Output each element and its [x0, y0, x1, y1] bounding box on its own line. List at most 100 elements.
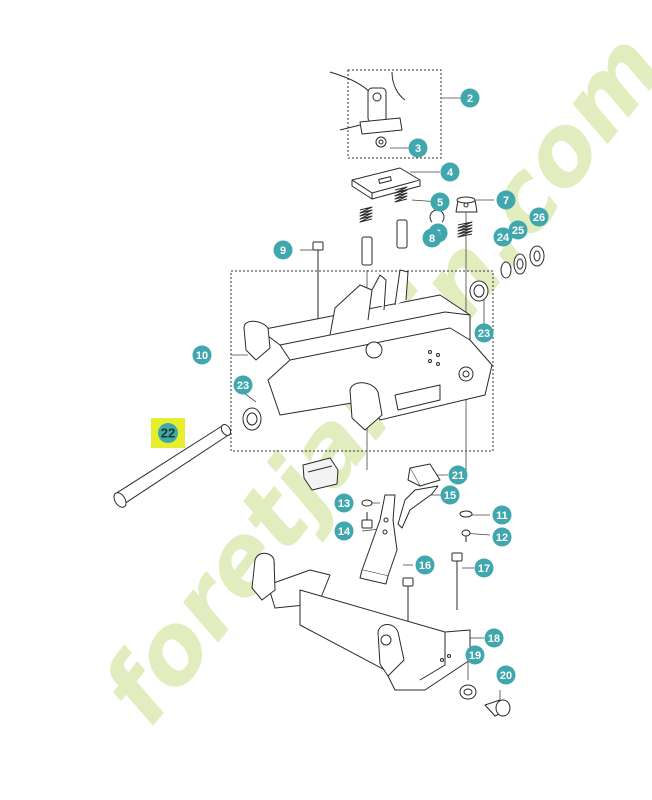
callout-14[interactable]: 14 [334, 521, 354, 541]
callout-21[interactable]: 21 [448, 465, 468, 485]
callout-badge [508, 220, 528, 240]
callout-19[interactable]: 19 [465, 645, 485, 665]
callout-label: 23 [237, 380, 249, 392]
part-13-washer [361, 499, 373, 507]
callout-7[interactable]: 7 [496, 190, 516, 210]
callout-15[interactable]: 15 [440, 485, 460, 505]
callout-badge [484, 628, 504, 648]
callout-badge [496, 190, 516, 210]
group-box-frame [230, 270, 494, 452]
group-box-top [347, 69, 442, 159]
callout-label: 17 [478, 563, 490, 575]
part-16-handle [359, 494, 398, 585]
part-20-bolt [484, 699, 511, 717]
part-4-plate [351, 167, 421, 200]
callout-badge [334, 493, 354, 513]
callout-badge [492, 527, 512, 547]
callout-11[interactable]: 11 [492, 505, 512, 525]
callout-23[interactable]: 23 [233, 375, 253, 395]
callout-label: 7 [503, 195, 509, 207]
callout-badge [273, 240, 293, 260]
part-11-washer [459, 510, 473, 518]
callout-10[interactable]: 10 [192, 345, 212, 365]
callout-18[interactable]: 18 [484, 628, 504, 648]
callout-5[interactable]: 5 [430, 192, 450, 212]
callout-label: 14 [338, 526, 351, 538]
part-pin-b [396, 219, 408, 249]
callout-label: 20 [500, 670, 512, 682]
part-7-knob [455, 196, 478, 213]
callout-badge [430, 192, 450, 212]
parts [113, 71, 545, 717]
callout-label: 23 [478, 328, 490, 340]
callout-23[interactable]: 23 [474, 323, 494, 343]
callout-label: 12 [496, 532, 508, 544]
part-19-bushing [459, 684, 477, 700]
callouts: 2345678910111213141516171819202122232324… [151, 88, 549, 685]
callout-label: 10 [196, 350, 208, 362]
callout-label: 13 [338, 498, 350, 510]
callout-label: 5 [437, 197, 443, 209]
callout-label: 18 [488, 633, 500, 645]
callout-26[interactable]: 26 [529, 207, 549, 227]
callout-8[interactable]: 8 [422, 228, 442, 248]
callout-9[interactable]: 9 [273, 240, 293, 260]
part-21-bracket [407, 463, 441, 487]
callout-badge [422, 228, 442, 248]
callout-badge [192, 345, 212, 365]
callout-badge [334, 521, 354, 541]
callout-2[interactable]: 2 [460, 88, 480, 108]
callout-label: 8 [429, 233, 435, 245]
callout-13[interactable]: 13 [334, 493, 354, 513]
callout-label: 9 [280, 245, 286, 257]
part-12-screw [461, 529, 471, 542]
callout-label: 11 [496, 510, 508, 522]
callout-24[interactable]: 24 [493, 227, 513, 247]
callout-label: 3 [415, 143, 421, 155]
callout-label: 22 [161, 426, 175, 441]
callout-25[interactable]: 25 [508, 220, 528, 240]
callout-12[interactable]: 12 [492, 527, 512, 547]
callout-label: 26 [533, 212, 545, 224]
callout-label: 24 [497, 232, 510, 244]
callout-badge [474, 558, 494, 578]
callout-4[interactable]: 4 [440, 162, 460, 182]
part-14-bolt [361, 512, 373, 529]
callout-badge [233, 375, 253, 395]
callout-label: 25 [512, 225, 524, 237]
callout-label: 2 [467, 93, 473, 105]
callout-label: 4 [447, 167, 454, 179]
part-springs [359, 186, 473, 238]
part-15-lever [397, 485, 439, 529]
part-10-frame [243, 269, 493, 431]
callout-label: 19 [469, 650, 481, 662]
part-23-bushing-top [469, 280, 489, 302]
callout-badge [493, 227, 513, 247]
callout-badge [465, 645, 485, 665]
part-cable-assembly [329, 71, 406, 148]
callout-badge [474, 323, 494, 343]
callout-16[interactable]: 16 [415, 555, 435, 575]
callout-label: 16 [419, 560, 431, 572]
callout-label: 21 [452, 470, 464, 482]
callout-badge [460, 88, 480, 108]
callout-3[interactable]: 3 [408, 138, 428, 158]
part-rubber-block [302, 457, 339, 491]
part-23-bushing-lower [242, 407, 262, 431]
callout-22[interactable]: 22 [151, 418, 185, 448]
group-boxes [230, 69, 494, 452]
callout-badge [415, 555, 435, 575]
callout-20[interactable]: 20 [496, 665, 516, 685]
part-22-shaft [113, 424, 232, 508]
part-18-lower-frame [251, 552, 471, 691]
callout-badge [440, 485, 460, 505]
callout-label: 15 [444, 490, 456, 502]
callout-17[interactable]: 17 [474, 558, 494, 578]
callout-badge [158, 423, 178, 443]
part-24-25-26-washers [500, 245, 545, 279]
callout-badge [440, 162, 460, 182]
callout-badge [529, 207, 549, 227]
part-pin-a [361, 236, 373, 266]
callout-badge [448, 465, 468, 485]
